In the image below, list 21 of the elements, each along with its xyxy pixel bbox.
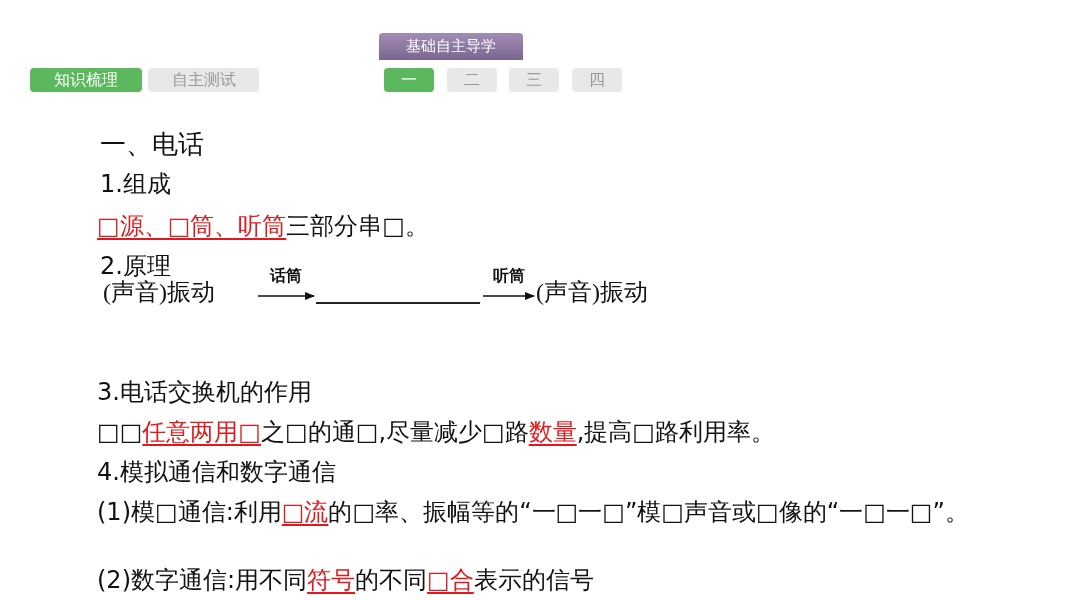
- edge-label: 话筒: [270, 266, 302, 287]
- text-line: □源、□筒、听筒三部分串□。: [97, 211, 430, 242]
- nav-tab: 一: [384, 68, 434, 92]
- arrow: [257, 292, 315, 300]
- arrow: [482, 292, 535, 300]
- nav-tab: 三: [509, 68, 559, 92]
- nav-tab: 自主测试: [148, 68, 259, 92]
- nav-tab: 知识梳理: [30, 68, 142, 92]
- nav-tab: 二: [447, 68, 497, 92]
- text-line: 1.组成: [100, 169, 171, 200]
- paragraph: (1)模□通信:利用□流的□率、振幅等的“一□一□”模□声音或□像的“一□一□”。: [96, 497, 970, 528]
- text-line: 4.模拟通信和数字通信: [97, 457, 336, 488]
- text-line: 3.电话交换机的作用: [97, 377, 312, 408]
- edge-label: 听筒: [492, 266, 525, 287]
- section-heading: 一、电话: [100, 128, 204, 161]
- text-line: □□任意两用□之□的通□,尽量减少□路数量,提高□路利用率。: [97, 417, 775, 448]
- fill-in-line: [316, 302, 480, 304]
- text-line: (2)数字通信:用不同符号的不同□合表示的信号: [97, 565, 594, 596]
- process-text: (声音)振动: [536, 276, 648, 308]
- section-header-tab: 基础自主导学: [379, 33, 523, 60]
- nav-tab: 四: [572, 68, 622, 92]
